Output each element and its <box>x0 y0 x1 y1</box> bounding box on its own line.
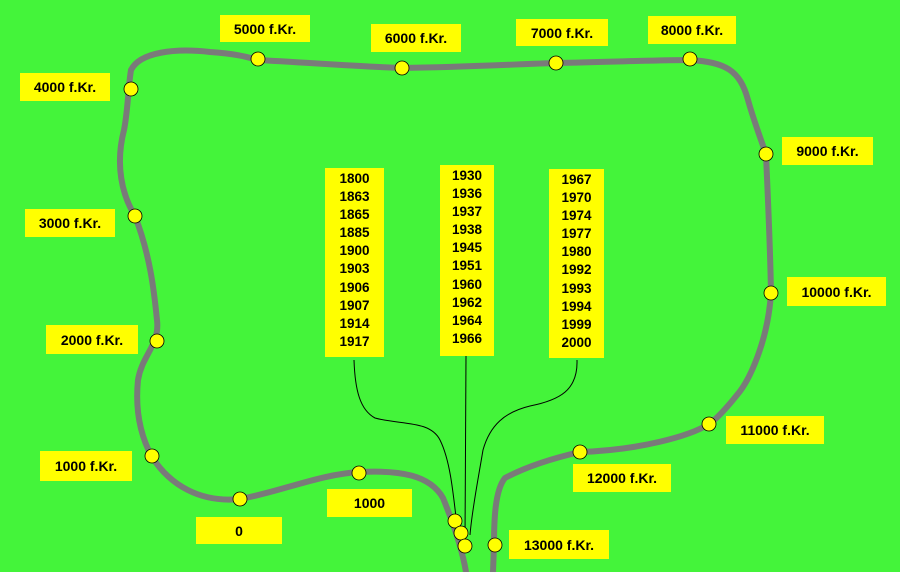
year-item: 1914 <box>339 315 370 331</box>
year-list-1800-1917: 1800 1863 1865 1885 1900 1903 1906 1907 … <box>325 168 384 357</box>
marker-group1-end <box>447 513 463 529</box>
year-item: 1993 <box>561 280 592 296</box>
year-item: 1960 <box>451 276 483 292</box>
marker-2000-fkr <box>149 333 165 349</box>
year-item: 1966 <box>451 330 483 346</box>
label-3000-fkr: 3000 f.Kr. <box>25 209 115 237</box>
label-2000-fkr: 2000 f.Kr. <box>46 325 138 354</box>
year-item: 1900 <box>339 243 370 259</box>
label-12000-fkr: 12000 f.Kr. <box>573 464 671 492</box>
marker-0 <box>232 491 248 507</box>
year-item: 1907 <box>339 297 370 313</box>
marker-group3-end <box>457 538 473 554</box>
year-item: 1800 <box>339 171 370 186</box>
year-item: 1863 <box>339 189 370 205</box>
year-item: 1999 <box>561 316 592 332</box>
label-10000-fkr: 10000 f.Kr. <box>787 277 886 306</box>
connector-line-group1 <box>353 359 459 536</box>
label-9000-fkr: 9000 f.Kr. <box>782 137 873 165</box>
year-item: 1936 <box>451 186 483 202</box>
year-item: 1974 <box>561 208 592 224</box>
year-item: 1917 <box>339 333 370 349</box>
marker-9000-fkr <box>758 146 774 162</box>
year-item: 1992 <box>561 262 592 278</box>
marker-3000-fkr <box>127 208 143 224</box>
label-7000-fkr: 7000 f.Kr. <box>516 19 608 46</box>
label-8000-fkr: 8000 f.Kr. <box>648 16 736 44</box>
marker-13000-fkr <box>487 537 503 553</box>
year-item: 1967 <box>561 172 592 187</box>
year-item: 1937 <box>451 204 483 220</box>
label-1000-fkr: 1000 f.Kr. <box>40 451 132 481</box>
marker-10000-fkr <box>763 285 779 301</box>
year-list-1967-2000: 1967 1970 1974 1977 1980 1992 1993 1994 … <box>549 169 604 358</box>
year-item: 2000 <box>561 334 592 350</box>
marker-group2-end <box>453 525 469 541</box>
timeline-track <box>116 47 774 572</box>
year-item: 1964 <box>451 312 483 328</box>
label-0: 0 <box>196 517 282 544</box>
year-item: 1980 <box>561 244 592 260</box>
marker-6000-fkr <box>394 60 410 76</box>
timeline-markers <box>123 51 779 554</box>
year-list-1930-1966: 1930 1936 1937 1938 1945 1951 1960 1962 … <box>440 165 494 356</box>
label-5000-fkr: 5000 f.Kr. <box>220 15 310 42</box>
marker-4000-fkr <box>123 81 139 97</box>
year-item: 1994 <box>561 298 592 314</box>
label-4000-fkr: 4000 f.Kr. <box>20 73 110 101</box>
marker-7000-fkr <box>548 55 564 71</box>
marker-8000-fkr <box>682 51 698 67</box>
year-item: 1945 <box>451 240 483 256</box>
connector-line-group3 <box>469 359 578 536</box>
year-item: 1906 <box>339 279 370 295</box>
marker-11000-fkr <box>701 416 717 432</box>
marker-12000-fkr <box>572 444 588 460</box>
label-6000-fkr: 6000 f.Kr. <box>371 24 461 52</box>
year-item: 1938 <box>451 222 483 238</box>
marker-1000 <box>351 465 367 481</box>
label-11000-fkr: 11000 f.Kr. <box>726 416 824 444</box>
marker-5000-fkr <box>250 51 266 67</box>
year-item: 1885 <box>339 225 370 241</box>
year-item: 1951 <box>451 258 483 274</box>
label-13000-fkr: 13000 f.Kr. <box>509 530 609 559</box>
connector-line-group2 <box>464 355 467 541</box>
year-item: 1970 <box>561 190 592 206</box>
year-item: 1865 <box>339 207 370 223</box>
label-1000: 1000 <box>327 489 412 517</box>
year-item: 1962 <box>451 294 483 310</box>
year-item: 1930 <box>451 168 483 183</box>
marker-1000-fkr <box>144 448 160 464</box>
year-item: 1977 <box>561 226 592 242</box>
year-item: 1903 <box>339 261 370 277</box>
